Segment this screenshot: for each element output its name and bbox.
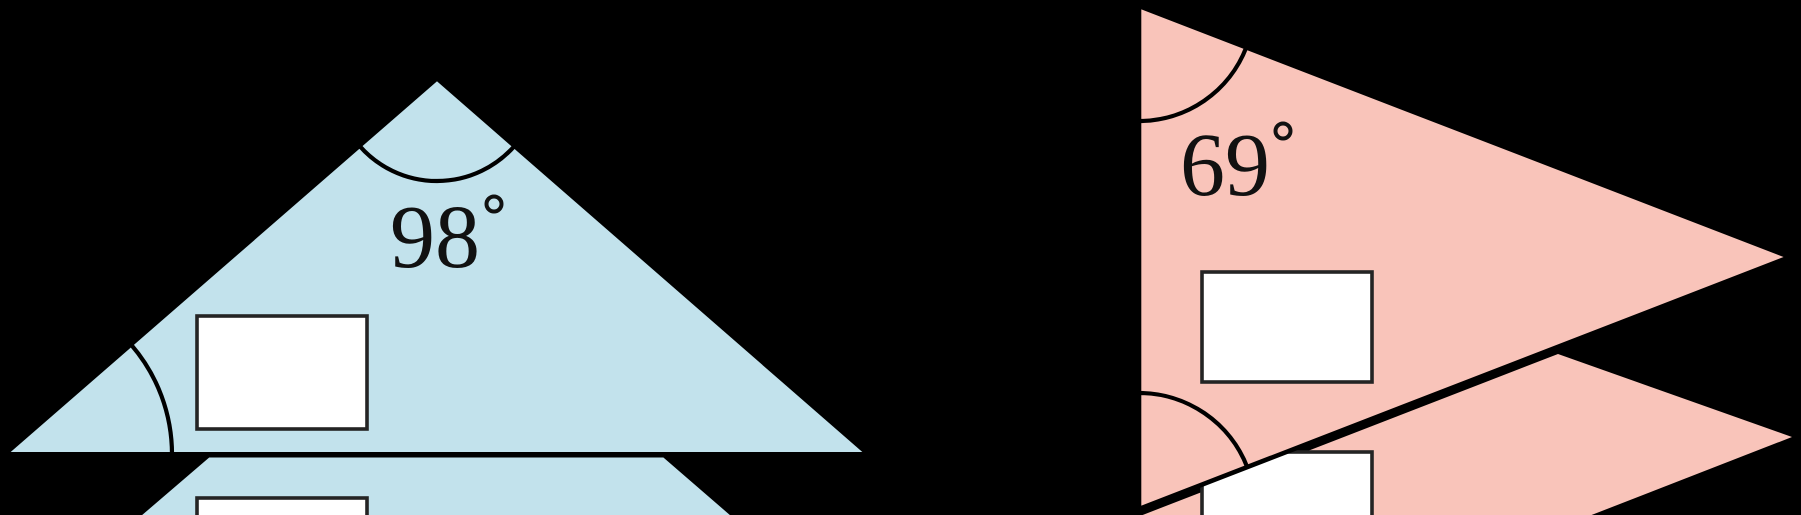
angle-label-right: 69 (1180, 116, 1270, 215)
top-angle-arc-right (1138, 46, 1249, 124)
answer-box-right[interactable] (1200, 270, 1374, 384)
angle-label-left: 98 (390, 188, 480, 287)
answer-box-left[interactable] (195, 314, 369, 431)
bottom-left-angle-arc-left (129, 343, 175, 455)
degree-symbol-left (484, 194, 504, 214)
figure-left: 98 (0, 74, 876, 515)
degree-symbol-right (1273, 121, 1293, 141)
answer-box-next-left[interactable] (195, 496, 369, 515)
apex-angle-arc-left (357, 144, 517, 184)
figure-right: 69 (1136, 2, 1797, 515)
bottom-angle-arc-right (1138, 390, 1250, 468)
